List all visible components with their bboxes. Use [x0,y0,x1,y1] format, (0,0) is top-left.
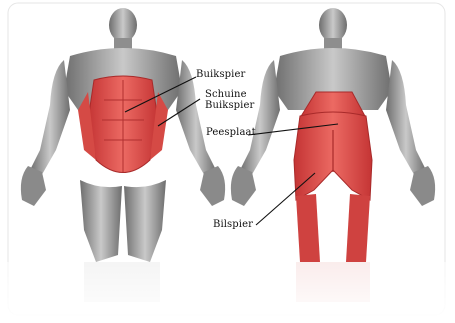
label-peesplaat: Peesplaat [206,127,256,138]
label-schuine-buikspier: Buikspier [205,100,254,111]
front-figure [21,8,225,262]
label-buikspier: Buikspier [196,69,245,80]
back-figure [231,8,435,262]
label-schuine: Schuine [205,89,247,100]
label-bilspier: Bilspier [213,219,253,230]
